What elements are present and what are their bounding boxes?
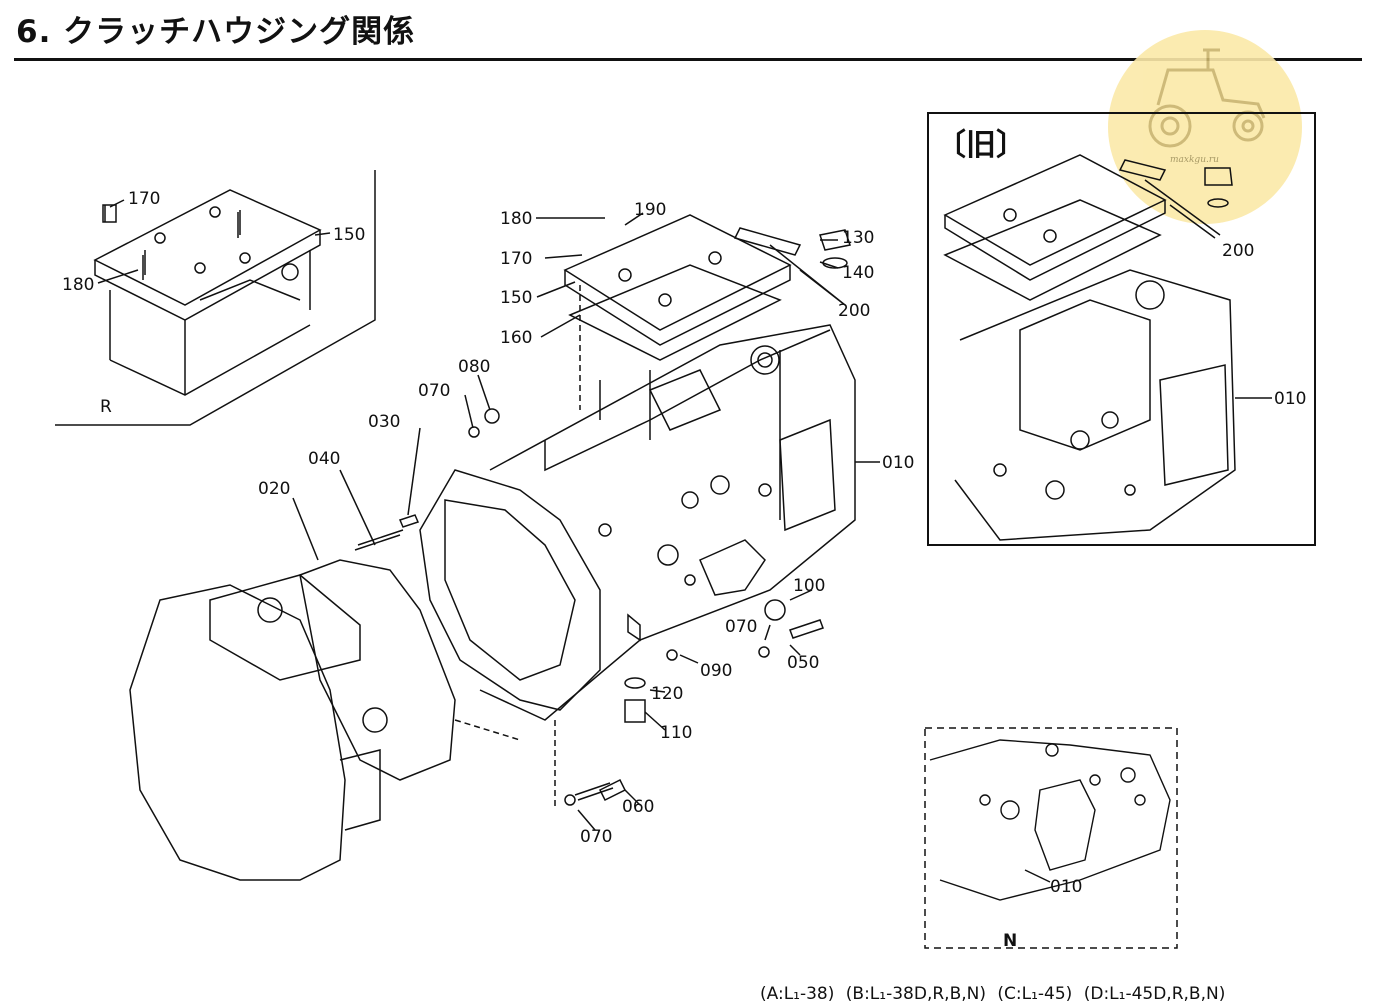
- inset-r-cover-assembly: [55, 170, 376, 426]
- callout-040: 040: [308, 449, 340, 469]
- callout-090: 090: [700, 661, 732, 681]
- callout-150-r: 150: [333, 225, 365, 245]
- callout-010: 010: [882, 453, 914, 473]
- callout-060: 060: [622, 797, 654, 817]
- watermark-logo: [1108, 30, 1302, 224]
- small-parts: [104, 205, 824, 806]
- callout-010-n: 010: [1050, 877, 1082, 897]
- callout-labels: 170 150 180 R 180 190 170 150 160 130 14…: [62, 128, 1306, 951]
- callout-080: 080: [458, 357, 490, 377]
- callout-200: 200: [838, 301, 870, 321]
- callout-070-a: 070: [418, 381, 450, 401]
- callout-070-c: 070: [580, 827, 612, 847]
- model-applicability-footer: (A:L₁-38) (B:L₁-38D,R,B,N) (C:L₁-45) (D:…: [760, 984, 1231, 1004]
- callout-020: 020: [258, 479, 290, 499]
- callout-170: 170: [500, 249, 532, 269]
- clutch-housing-case: [479, 324, 856, 721]
- callout-180-r: 180: [62, 275, 94, 295]
- callout-120: 120: [651, 684, 683, 704]
- callout-190: 190: [634, 200, 666, 220]
- page-title: 6. クラッチハウジング関係: [16, 14, 416, 50]
- model-a: (A:L₁-38): [760, 984, 835, 1004]
- callout-160: 160: [500, 328, 532, 348]
- callout-150: 150: [500, 288, 532, 308]
- watermark-text: maxkgu.ru: [1170, 155, 1219, 165]
- callout-100: 100: [793, 576, 825, 596]
- engine-block: [129, 574, 388, 881]
- callout-070-b: 070: [725, 617, 757, 637]
- title-underline: [14, 58, 1362, 61]
- gasket-020: [299, 559, 456, 781]
- model-c: (C:L₁-45): [997, 984, 1073, 1004]
- callout-130: 130: [842, 228, 874, 248]
- callout-010-old: 010: [1274, 389, 1306, 409]
- callout-140: 140: [842, 263, 874, 283]
- inset-old-label: 〔旧〕: [936, 128, 1026, 163]
- callout-180: 180: [500, 209, 532, 229]
- inset-n-label: N: [1003, 931, 1017, 951]
- bell-housing: [419, 469, 601, 711]
- callout-170-r: 170: [128, 189, 160, 209]
- leader-lines: [97, 199, 880, 831]
- top-cover-plate: [563, 214, 851, 361]
- model-b: (B:L₁-38D,R,B,N): [845, 984, 986, 1004]
- assembly-lines: [454, 285, 581, 810]
- callout-110: 110: [660, 723, 692, 743]
- callout-030: 030: [368, 412, 400, 432]
- model-d: (D:L₁-45D,R,B,N): [1083, 984, 1226, 1004]
- inset-old-version: [927, 112, 1316, 546]
- inset-n-variant: [924, 727, 1178, 949]
- callout-050: 050: [787, 653, 819, 673]
- callout-200-old: 200: [1222, 241, 1254, 261]
- inset-r-label: R: [100, 397, 112, 417]
